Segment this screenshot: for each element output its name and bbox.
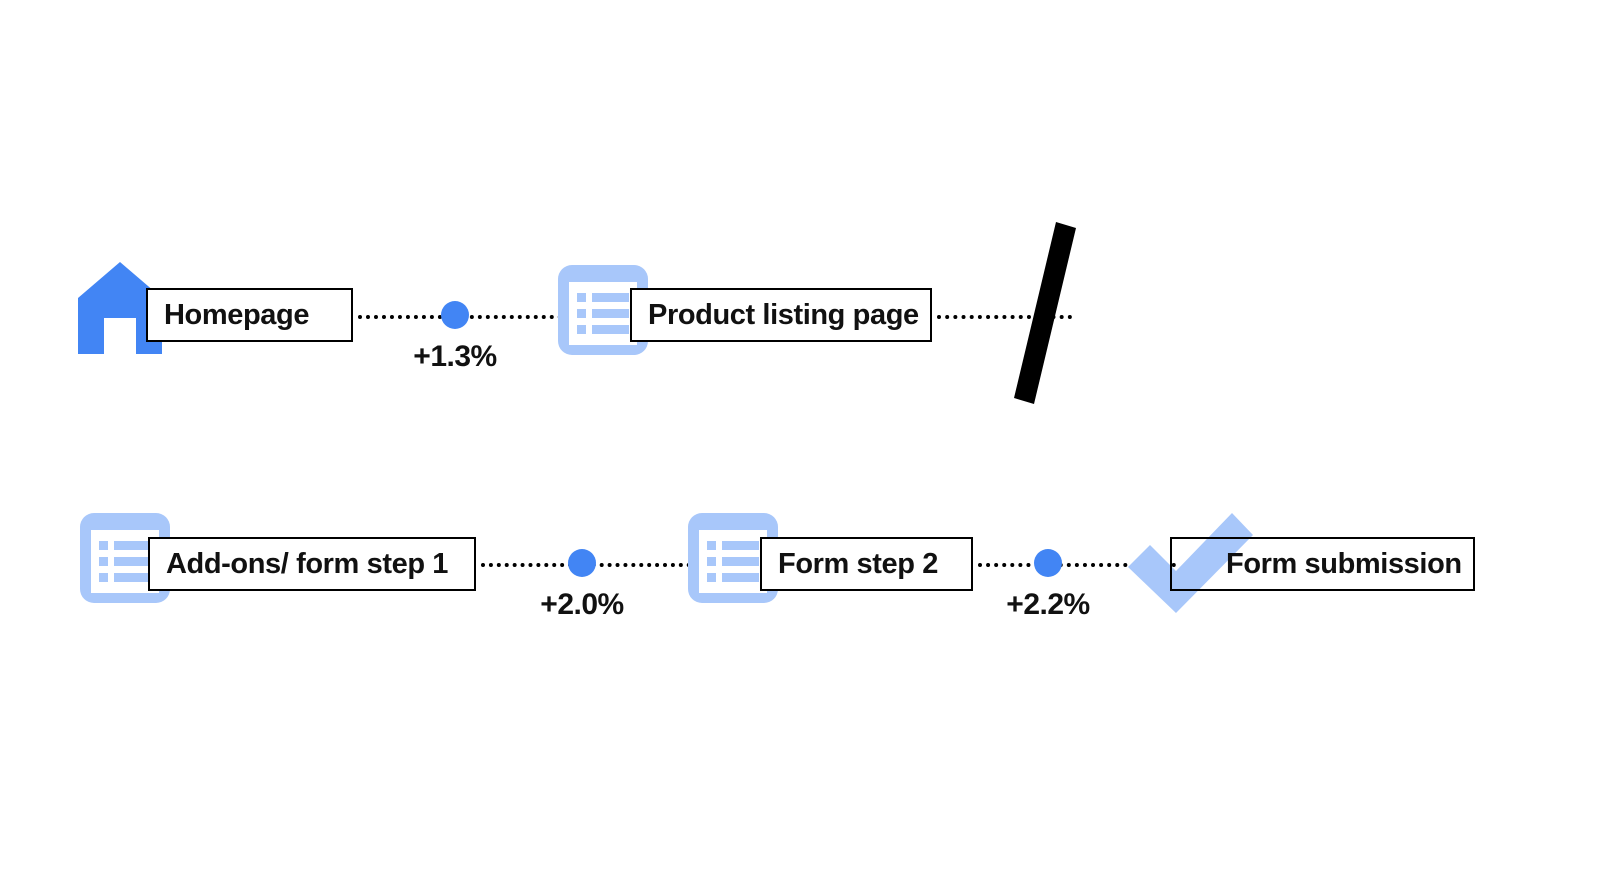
metric-label-3: +2.2% (1006, 588, 1090, 621)
list-icon-inner (699, 530, 767, 593)
list-bullet-icon (707, 541, 716, 550)
list-bullet-icon (99, 573, 108, 582)
list-bullet-icon (707, 573, 716, 582)
connector-form-step-2-to-form-submission (978, 563, 1176, 567)
list-icon-row (99, 541, 151, 550)
node-add-ons-form-step-1-label: Add-ons/ form step 1 (166, 547, 449, 580)
diagonal-slash-icon (1000, 222, 1090, 404)
node-add-ons-form-step-1[interactable]: Add-ons/ form step 1 (148, 537, 476, 591)
list-bullet-icon (99, 541, 108, 550)
node-form-step-2[interactable]: Form step 2 (760, 537, 973, 591)
list-bar (722, 541, 759, 550)
list-bullet-icon (99, 557, 108, 566)
metric-dot-1 (441, 301, 469, 329)
list-bullet-icon (577, 309, 586, 318)
list-icon-inner (569, 282, 637, 345)
metric-label-1: +1.3% (413, 340, 497, 373)
connector-product-listing-to-break (937, 315, 1072, 319)
list-bar (114, 541, 151, 550)
node-form-step-2-label: Form step 2 (778, 547, 938, 580)
list-icon-row (577, 325, 629, 334)
list-icon-inner (91, 530, 159, 593)
list-bar (114, 573, 151, 582)
node-product-listing-page-label: Product listing page (648, 298, 919, 331)
list-bar (114, 557, 151, 566)
list-bar (722, 573, 759, 582)
metric-dot-2 (568, 549, 596, 577)
list-bullet-icon (577, 293, 586, 302)
list-icon-row (577, 309, 629, 318)
list-icon-row (577, 293, 629, 302)
metric-label-2: +2.0% (540, 588, 624, 621)
list-bar (722, 557, 759, 566)
metric-dot-3 (1034, 549, 1062, 577)
list-bullet-icon (577, 325, 586, 334)
house-icon (78, 262, 162, 354)
node-form-submission[interactable]: Form submission (1170, 537, 1475, 591)
list-icon-row (707, 541, 759, 550)
list-icon-row (99, 573, 151, 582)
list-bar (592, 325, 629, 334)
node-form-submission-label: Form submission (1226, 547, 1462, 580)
node-homepage[interactable]: Homepage (146, 288, 353, 342)
node-product-listing-page[interactable]: Product listing page (630, 288, 932, 342)
node-homepage-label: Homepage (164, 298, 310, 331)
list-bullet-icon (707, 557, 716, 566)
list-icon-row (707, 573, 759, 582)
list-bar (592, 293, 629, 302)
list-icon-row (707, 557, 759, 566)
list-bar (592, 309, 629, 318)
list-icon-row (99, 557, 151, 566)
